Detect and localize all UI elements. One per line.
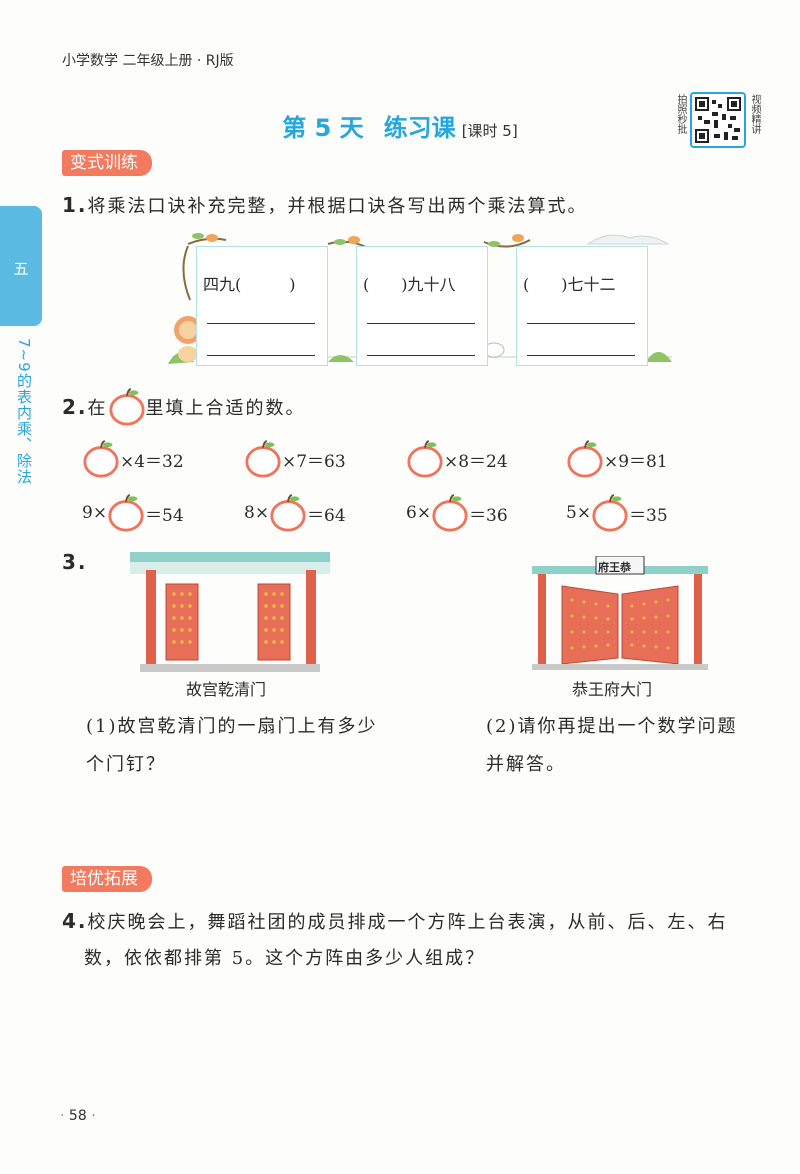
answer-line[interactable]	[367, 355, 475, 356]
apple-input-icon[interactable]	[107, 494, 145, 532]
equation-4: ×9＝81	[566, 440, 668, 478]
apple-input-icon[interactable]	[406, 440, 444, 478]
equation-6-post: ＝64	[307, 505, 346, 526]
unit-number: 五	[13, 260, 29, 278]
answer-line[interactable]	[207, 323, 315, 324]
equation-6: 8× ＝64	[244, 494, 346, 532]
equation-5-pre: 9×	[82, 503, 108, 523]
answer-line[interactable]	[527, 355, 635, 356]
question-4-line-1: 4.校庆晚会上，舞蹈社团的成员排成一个方阵上台表演，从前、后、左、右	[62, 908, 728, 934]
equation-3: ×8＝24	[406, 440, 508, 478]
question-3-part-2-line-1: (2)请你再提出一个数学问题	[486, 716, 738, 737]
equation-5: 9× ＝54	[82, 494, 184, 532]
card-1-rhyme: 四九( )	[203, 275, 296, 294]
question-2-text-after: 里填上合适的数。	[145, 398, 306, 419]
question-4-number: 4.	[62, 909, 88, 933]
question-3: 3.	[62, 550, 88, 574]
qianqing-gate-illustration	[130, 552, 330, 672]
answer-line[interactable]	[527, 323, 635, 324]
title-name: 练习课	[383, 114, 456, 142]
card-2-rhyme: ( )九十八	[363, 275, 456, 294]
multiplication-card-3: ( )七十二	[516, 246, 648, 366]
apple-input-icon[interactable]	[431, 494, 469, 532]
page-number: · 58 ·	[60, 1108, 96, 1124]
equation-5-post: ＝54	[145, 505, 184, 526]
multiplication-card-1: 四九( )	[196, 246, 328, 366]
title-lesson: [课时 5]	[461, 122, 518, 140]
image-1-caption: 故宫乾清门	[186, 680, 267, 699]
gongwangfu-gate-illustration	[532, 556, 708, 670]
equation-7-pre: 6×	[406, 503, 432, 523]
equation-8: 5× ＝35	[566, 494, 668, 532]
question-4-text-1: 校庆晚会上，舞蹈社团的成员排成一个方阵上台表演，从前、后、左、右	[87, 912, 728, 933]
answer-line[interactable]	[367, 323, 475, 324]
page-number-value: 58	[68, 1108, 87, 1124]
answer-line[interactable]	[207, 355, 315, 356]
gate-sign: 府王恭	[598, 561, 631, 574]
equation-7: 6× ＝36	[406, 494, 508, 532]
question-1-number: 1.	[62, 193, 88, 217]
qr-code-icon[interactable]	[690, 92, 746, 148]
question-4-line-2: 数，依依都排第 5。这个方阵由多少人组成？	[84, 948, 486, 969]
equation-8-pre: 5×	[566, 503, 592, 523]
apple-input-icon[interactable]	[269, 494, 307, 532]
apple-input-icon[interactable]	[591, 494, 629, 532]
image-2-caption: 恭王府大门	[572, 680, 653, 699]
dot-icon: ·	[91, 1108, 96, 1124]
equation-3-text: ×8＝24	[444, 451, 508, 472]
unit-tab: 五	[0, 206, 42, 326]
qr-block: 拍照秒批 视频精讲	[672, 92, 772, 148]
unit-topic: 7~9的表内乘、除法	[15, 338, 33, 485]
question-3-part-2-line-2: 并解答。	[486, 754, 566, 775]
equation-6-pre: 8×	[244, 503, 270, 523]
equation-4-text: ×9＝81	[604, 451, 668, 472]
title-day: 第 5 天	[282, 114, 364, 142]
page-title: 第 5 天练习课 [课时 5]	[0, 108, 800, 143]
equation-2: ×7＝63	[244, 440, 346, 478]
equation-7-post: ＝36	[469, 505, 508, 526]
section-tag-advanced-extension: 培优拓展	[62, 866, 152, 892]
equation-8-post: ＝35	[629, 505, 668, 526]
book-title: 小学数学 二年级上册 · RJ版	[62, 53, 234, 69]
qr-left-text: 拍照秒批	[675, 94, 686, 134]
question-2: 2. 在 里填上合适的数。	[62, 388, 306, 426]
equation-1-text: ×4＝32	[120, 451, 184, 472]
section-tag-variant-training: 变式训练	[62, 150, 152, 176]
question-2-text-before: 在	[87, 398, 108, 419]
question-1-text: 将乘法口诀补充完整，并根据口诀各写出两个乘法算式。	[87, 196, 588, 217]
apple-icon	[108, 388, 145, 426]
question-3-part-1-line-1: (1)故宫乾清门的一扇门上有多少	[86, 716, 378, 737]
qr-right-text: 视频精讲	[749, 94, 760, 134]
apple-input-icon[interactable]	[82, 440, 120, 478]
equation-1: ×4＝32	[82, 440, 184, 478]
card-3-rhyme: ( )七十二	[523, 275, 616, 294]
dot-icon: ·	[60, 1108, 65, 1124]
apple-input-icon[interactable]	[244, 440, 282, 478]
question-1: 1.将乘法口诀补充完整，并根据口诀各写出两个乘法算式。	[62, 192, 588, 218]
apple-input-icon[interactable]	[566, 440, 604, 478]
equation-2-text: ×7＝63	[282, 451, 346, 472]
question-3-part-1-line-2: 个门钉？	[86, 754, 166, 775]
multiplication-card-2: ( )九十八	[356, 246, 488, 366]
question-2-number: 2.	[62, 395, 88, 419]
question-3-number: 3.	[62, 550, 88, 574]
